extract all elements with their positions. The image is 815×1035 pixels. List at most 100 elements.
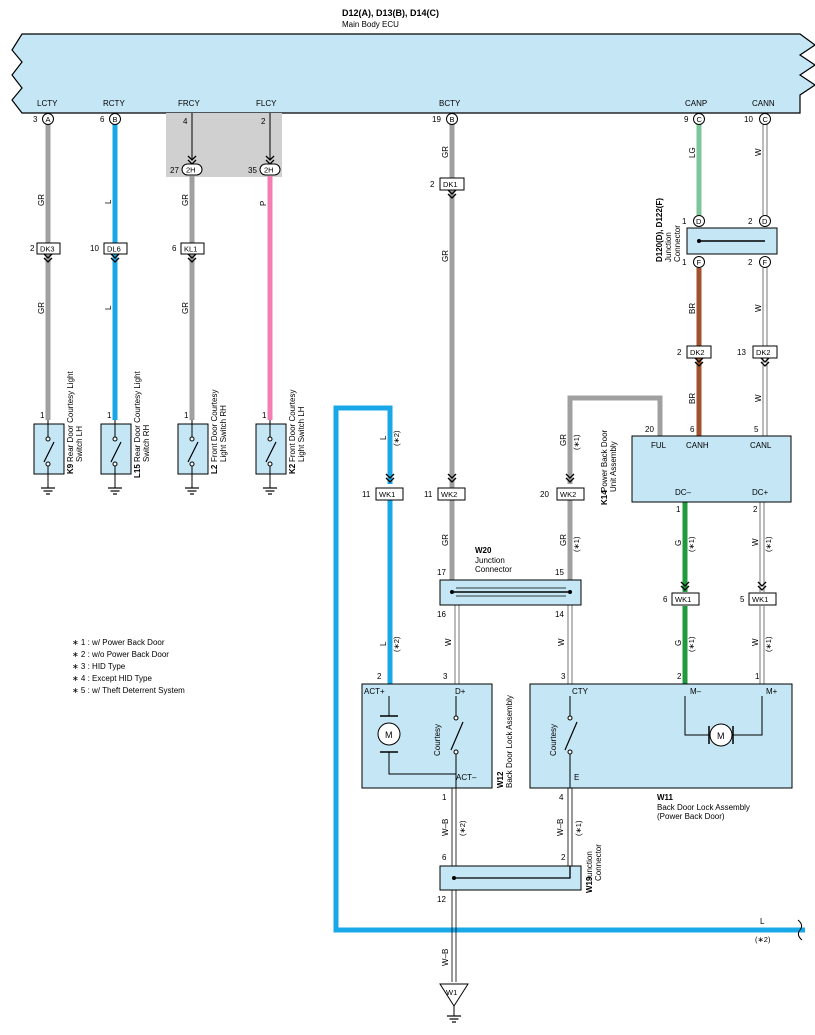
svg-text:9: 9: [684, 115, 689, 124]
switch-l2: 1: [177, 411, 209, 495]
svg-text:W: W: [751, 538, 760, 546]
svg-text:W–B: W–B: [441, 949, 450, 966]
svg-text:5: 5: [740, 595, 745, 604]
junction-d120-label: D120(D), D122(F) Junction Connector: [655, 198, 682, 262]
svg-text:Back Door Lock Assembly: Back Door Lock Assembly: [505, 695, 514, 788]
svg-text:Connector: Connector: [594, 844, 603, 881]
svg-text:2H: 2H: [264, 166, 274, 175]
svg-text:Junction: Junction: [585, 851, 594, 881]
ground-w1: W1: [439, 983, 469, 1023]
svg-text:20: 20: [540, 490, 549, 499]
svg-text:20: 20: [645, 425, 654, 434]
svg-text:GR: GR: [559, 534, 568, 546]
connector-wk2-center: 11 WK2: [424, 473, 466, 501]
switch-k2: 1: [255, 411, 287, 495]
connector-dk3: 2 DK3: [30, 242, 61, 263]
ecu-terminal-canp: CANP: [685, 99, 707, 108]
wires: [45, 113, 805, 982]
ecu-pin-flcy: 2: [261, 117, 266, 126]
svg-text:L15: L15: [133, 464, 142, 478]
connector-2h-frcy: 27 2H: [170, 155, 203, 176]
svg-text:W: W: [444, 638, 453, 646]
svg-text:L: L: [104, 199, 113, 204]
svg-text:BR: BR: [688, 393, 697, 404]
wire-labels: GR GR L L GR GR P GR GR LG W BR BR W W L…: [37, 146, 765, 966]
svg-text:KL1: KL1: [184, 245, 197, 254]
svg-text:L: L: [379, 435, 388, 440]
svg-text:W: W: [754, 148, 763, 156]
svg-text:2: 2: [377, 672, 382, 681]
svg-text:1: 1: [676, 505, 681, 514]
svg-text:BR: BR: [688, 303, 697, 314]
svg-text:Light Switch RH: Light Switch RH: [219, 405, 228, 462]
svg-text:2: 2: [30, 244, 35, 253]
svg-text:G: G: [674, 640, 683, 646]
svg-text:3: 3: [561, 672, 566, 681]
svg-text:W1: W1: [446, 988, 457, 997]
ecu-terminal-frcy: FRCY: [178, 99, 200, 108]
svg-text:GR: GR: [37, 302, 46, 314]
svg-text:DK1: DK1: [443, 180, 458, 189]
svg-text:1: 1: [184, 411, 189, 420]
svg-text:CANL: CANL: [750, 441, 772, 450]
svg-text:(∗2): (∗2): [392, 636, 401, 652]
svg-text:Power Back Door: Power Back Door: [600, 429, 609, 492]
svg-text:(∗2): (∗2): [392, 430, 401, 446]
svg-text:GR: GR: [441, 146, 450, 158]
unit-k14-label: K14 Power Back Door Unit Assembly: [600, 429, 618, 505]
svg-text:K9: K9: [66, 463, 75, 474]
svg-text:DL6: DL6: [107, 245, 121, 254]
switch-l15-label: L15 Rear Door Courtesy Light Switch RH: [133, 371, 151, 478]
ecu-pin-rcty: 6 B: [100, 113, 121, 125]
junction-w20: 17 15 16 14 W20 Junction Connector: [437, 546, 582, 619]
svg-text:W: W: [557, 638, 566, 646]
svg-text:L: L: [104, 305, 113, 310]
ecu-pin-frcy: 4: [183, 117, 188, 126]
svg-text:∗ 2 : w/o Power Back Door: ∗ 2 : w/o Power Back Door: [72, 650, 169, 659]
svg-text:WK1: WK1: [752, 595, 768, 604]
note-refs: (∗2) (∗1) (∗1) (∗1) (∗1) (∗2) (∗1) (∗1) …: [392, 430, 773, 944]
svg-text:(Power Back Door): (Power Back Door): [657, 812, 725, 821]
junction-w19-label: W19 Junction Connector: [585, 844, 603, 893]
svg-text:Courtesy: Courtesy: [433, 724, 442, 756]
ecu-title: D12(A), D13(B), D14(C): [342, 8, 439, 18]
svg-text:4: 4: [559, 793, 564, 802]
svg-text:LG: LG: [688, 147, 697, 158]
connector-dl6: 10 DL6: [90, 242, 128, 263]
svg-text:DC–: DC–: [675, 488, 692, 497]
svg-text:Junction: Junction: [475, 556, 505, 565]
svg-text:Front Door Courtesy: Front Door Courtesy: [210, 390, 219, 462]
svg-text:6: 6: [663, 595, 668, 604]
svg-text:10: 10: [744, 115, 753, 124]
motor-icon: [377, 722, 401, 746]
ecu-terminal-lcty: LCTY: [37, 99, 58, 108]
svg-text:2: 2: [753, 505, 758, 514]
svg-text:Light Switch LH: Light Switch LH: [297, 406, 306, 462]
ecu-pin-cann: 10 C: [744, 113, 771, 125]
ecu-pin-canp: 9 C: [684, 113, 705, 125]
svg-text:12: 12: [437, 895, 446, 904]
svg-text:2: 2: [677, 672, 682, 681]
svg-text:1: 1: [682, 217, 687, 226]
svg-text:1: 1: [107, 411, 112, 420]
svg-text:35: 35: [248, 166, 257, 175]
svg-text:1: 1: [262, 411, 267, 420]
w12-label: W12 Back Door Lock Assembly: [496, 695, 514, 788]
ecu-terminal-bcty: BCTY: [439, 99, 461, 108]
svg-text:Courtesy: Courtesy: [549, 724, 558, 756]
lock-assembly-w12: 2 3 ACT+ D+ ACT– 1 M: [361, 672, 493, 802]
svg-text:(∗2): (∗2): [458, 820, 467, 836]
svg-text:ACT–: ACT–: [456, 773, 477, 782]
unit-k14: 20 6 5 FUL CANH CANL DC– DC+ 1 2: [631, 425, 792, 514]
svg-text:10: 10: [90, 244, 99, 253]
svg-text:F: F: [763, 258, 768, 267]
motor-icon: [709, 723, 733, 747]
w11-courtesy-label: Courtesy: [549, 724, 558, 756]
connector-wk1-dcminus: 6 WK1: [663, 581, 700, 606]
svg-text:2: 2: [748, 217, 753, 226]
svg-text:WK1: WK1: [379, 490, 395, 499]
svg-text:M+: M+: [766, 687, 778, 696]
lock-assembly-w11: 3 2 1 CTY M– M+ E 4 M W11 Back Door Lock…: [529, 672, 793, 821]
svg-text:GR: GR: [37, 194, 46, 206]
svg-text:F: F: [697, 258, 702, 267]
